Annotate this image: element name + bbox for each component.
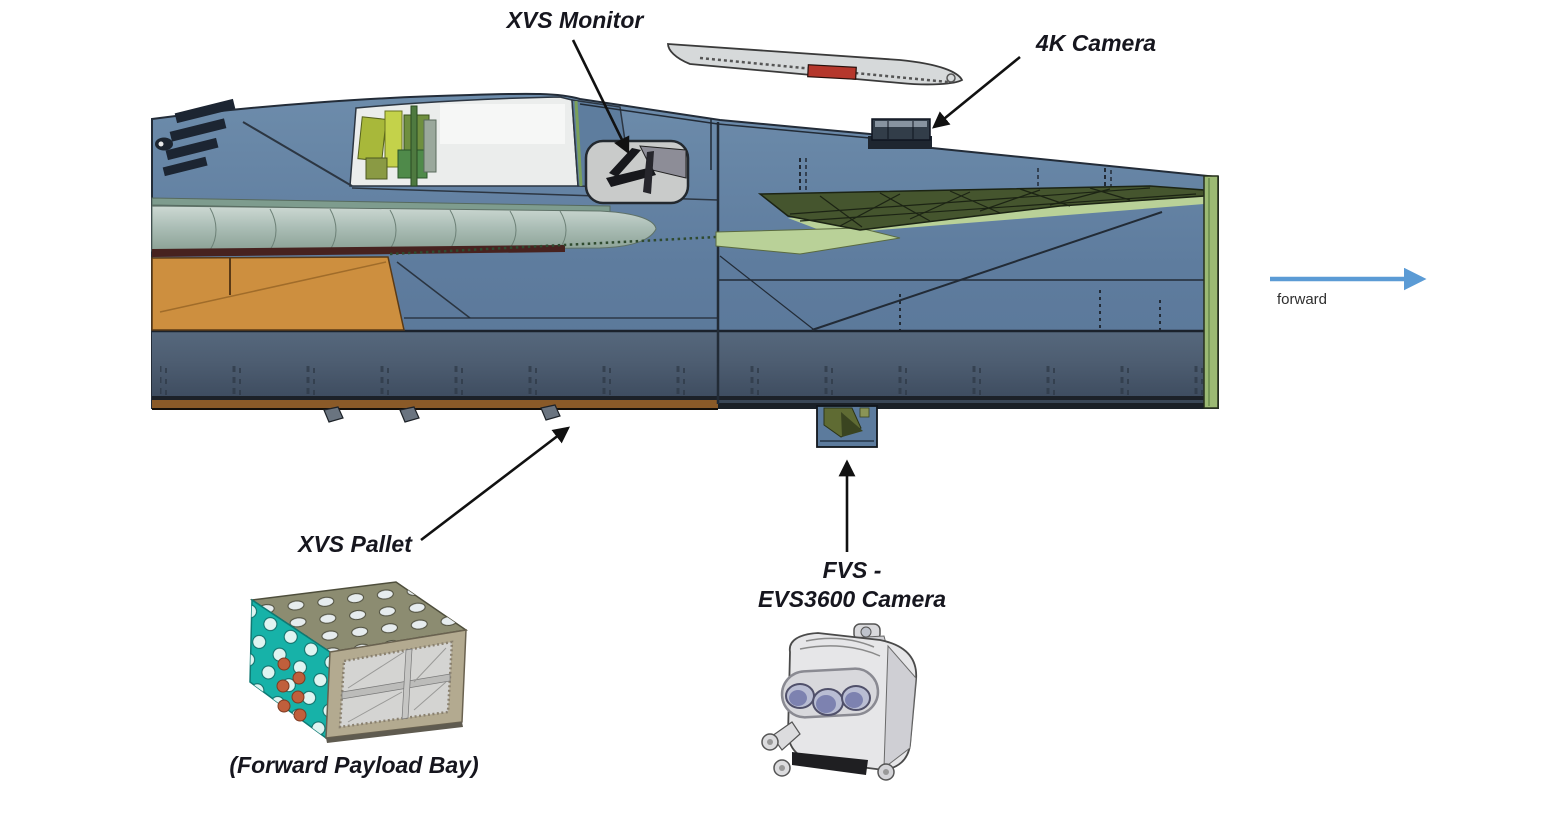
belly-strip-left [152, 400, 718, 408]
xvs-window [584, 139, 690, 205]
canard-red-marker [807, 64, 857, 80]
belly-antenna [540, 404, 561, 421]
belly-antenna [399, 406, 420, 423]
evs-lenses [785, 683, 871, 716]
forward-payload-bay-label: (Forward Payload Bay) [229, 752, 479, 778]
callout-arrows [420, 39, 1021, 552]
xvs-monitor-arrow [571, 39, 630, 155]
xvs-pallet-arrow [420, 426, 571, 542]
forward-label: forward [1277, 291, 1328, 308]
camera-4k-label: 4K Camera [1035, 30, 1157, 56]
panel-lines [404, 103, 1204, 404]
xvs-pallet-3d [249, 581, 468, 743]
xvs-pallet-label: XVS Pallet [298, 531, 412, 557]
fvs-label-line1: FVS - [822, 557, 882, 583]
fvs-label-line2: EVS3600 Camera [758, 586, 946, 612]
wing-panel [715, 185, 1205, 255]
ejection-seat [357, 105, 437, 187]
fvs-label: FVS - EVS3600 Camera [757, 556, 947, 614]
fuselage-cut-edge [1203, 175, 1219, 409]
nose-vents [155, 98, 236, 177]
strake-tube [151, 197, 833, 257]
canard-blade [667, 43, 964, 86]
camera-4k-unit [868, 118, 932, 149]
evs3600-camera-3d [761, 623, 918, 781]
nose-marker [155, 137, 173, 151]
belly-antenna [323, 406, 344, 423]
fvs-camera-pod [816, 405, 878, 448]
belly-antennas [323, 404, 561, 423]
xvs-monitor-label: XVS Monitor [506, 7, 644, 33]
camera-4k-arrow [932, 55, 1021, 129]
payload-bay-panel [151, 256, 471, 331]
belly-strip-right [718, 403, 1204, 409]
maroon-stripe [152, 245, 565, 257]
